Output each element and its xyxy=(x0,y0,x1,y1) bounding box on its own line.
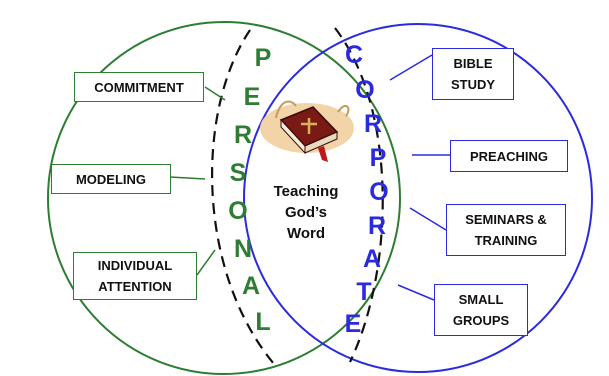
personal-letter-4: S xyxy=(230,159,247,187)
personal-dashed-divider xyxy=(210,29,275,365)
personal-letter-2: E xyxy=(244,83,261,111)
corporate-connectors xyxy=(389,54,450,301)
commitment-label: COMMITMENT xyxy=(94,79,184,95)
corporate-letter-5: O xyxy=(369,178,388,206)
corporate-letter-3: R xyxy=(364,110,382,138)
personal-connectors xyxy=(169,86,226,276)
corporate-letter-7: A xyxy=(363,245,381,273)
commitment-box: COMMITMENT xyxy=(74,72,204,102)
corporate-letter-8: T xyxy=(356,278,371,306)
personal-letter-5: O xyxy=(228,197,247,225)
preaching-label: PREACHING xyxy=(469,148,548,164)
personal-letter-8: L xyxy=(255,308,270,336)
small-groups-label: SMALL GROUPS xyxy=(452,292,510,328)
personal-letter-7: A xyxy=(242,272,260,300)
personal-letter-3: R xyxy=(234,121,252,149)
individual-attention-label: INDIVIDUAL ATTENTION xyxy=(97,258,173,294)
seminars-training-label: SEMINARS & TRAINING xyxy=(465,212,547,248)
corporate-letter-1: C xyxy=(345,41,363,69)
small-groups-box: SMALL GROUPS xyxy=(434,284,528,336)
center-text: Teaching God’s Word xyxy=(273,183,339,242)
personal-letter-1: P xyxy=(255,44,272,72)
seminars-training-box: SEMINARS & TRAINING xyxy=(446,204,566,256)
preaching-box: PREACHING xyxy=(450,140,568,172)
corporate-letter-6: R xyxy=(368,212,386,240)
modeling-label: MODELING xyxy=(75,171,147,187)
bible-study-box: BIBLE STUDY xyxy=(432,48,514,100)
individual-attention-box: INDIVIDUAL ATTENTION xyxy=(73,252,197,300)
corporate-circle xyxy=(243,23,593,373)
personal-letter-6: N xyxy=(234,235,252,263)
bible-icon xyxy=(260,100,354,162)
corporate-letter-4: P xyxy=(370,144,387,172)
corporate-letter-9: E xyxy=(345,310,362,338)
bible-study-label: BIBLE STUDY xyxy=(450,56,496,92)
corporate-letter-2: O xyxy=(355,76,374,104)
modeling-box: MODELING xyxy=(51,164,171,194)
corporate-dashed-divider xyxy=(334,27,384,363)
personal-circle xyxy=(47,21,401,375)
